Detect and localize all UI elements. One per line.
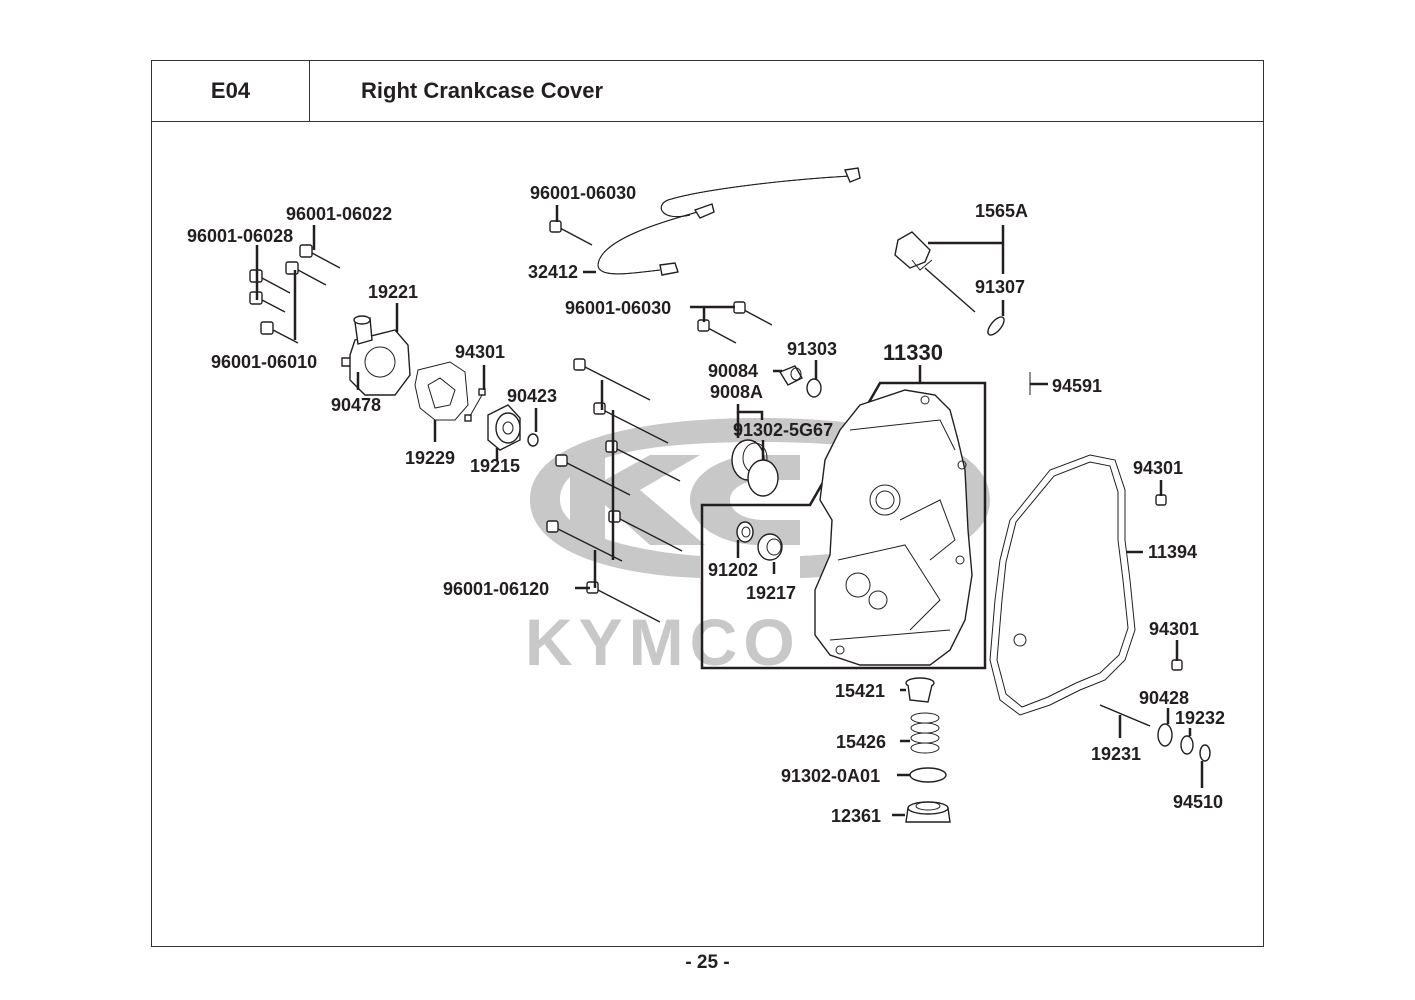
part-label[interactable]: 90428 [1139,688,1189,708]
part-label[interactable]: 91303 [787,339,837,359]
oil-seal [736,521,754,558]
part-label[interactable]: 90423 [507,386,557,406]
part-label[interactable]: 9008A [710,382,763,402]
o-ring [897,767,947,783]
long-bolt [555,454,631,496]
o-ring-large [747,440,779,497]
part-label[interactable]: 19229 [405,448,455,468]
part-label[interactable]: 94301 [1149,619,1199,639]
cable-bolt [690,301,773,344]
part-label[interactable]: 90478 [331,395,381,415]
oil-dipstick [894,225,1005,313]
bolt [285,261,327,286]
crankcase-cover-callout-box [700,365,987,670]
part-label[interactable]: 11394 [1148,542,1197,562]
dowel-pin [464,365,486,422]
oil-strainer [900,677,935,703]
part-label[interactable]: 94301 [1133,458,1183,478]
spring [900,712,940,754]
part-label[interactable]: 19231 [1091,744,1141,764]
part-label[interactable]: 91202 [708,560,758,580]
watermark-brand-text: KYMCO [525,605,801,679]
part-label[interactable]: 91302-5G67 [733,420,833,440]
bolt [260,321,299,344]
part-label[interactable]: 96001-06120 [443,579,549,599]
part-label[interactable]: 15426 [836,732,886,752]
part-label[interactable]: 15421 [835,681,885,701]
part-label[interactable]: 96001-06028 [187,226,293,246]
watermark-k-mark [570,455,705,545]
bolt [299,244,341,269]
bushing [757,533,783,574]
part-label[interactable]: 1565A [975,201,1028,221]
water-pump-cover [349,303,411,396]
part-label[interactable]: 12361 [831,806,881,826]
bolt-group-cover [546,358,683,623]
long-bolt [573,358,651,401]
part-label[interactable]: 96001-06030 [530,183,636,203]
part-label[interactable]: 19215 [470,456,520,476]
part-label[interactable]: 11330 [883,340,943,365]
clip [1029,372,1048,395]
part-label[interactable]: 32412 [528,262,578,282]
water-pump-gasket [414,361,469,442]
part-label[interactable]: 94301 [455,342,505,362]
part-label[interactable]: 19217 [746,583,796,603]
part-label[interactable]: 96001-06010 [211,352,317,372]
circlip [1199,744,1211,788]
part-label[interactable]: 91302-0A01 [781,766,880,786]
o-ring [987,300,1005,336]
bolt [249,291,286,313]
part-label[interactable]: 94510 [1173,792,1223,812]
water-pump-impeller [487,404,521,460]
header-divider [151,121,1264,122]
page-number: - 25 - [685,952,730,973]
part-label[interactable]: 96001-06022 [286,204,392,224]
part-label[interactable]: 91307 [975,277,1025,297]
washer [527,408,539,447]
washer [1180,728,1194,755]
part-label[interactable]: 90084 [708,361,758,381]
drain-plug [773,365,803,386]
part-label[interactable]: 19232 [1175,708,1225,728]
o-ring [806,360,822,398]
washer [1157,708,1173,747]
bolt-group-water-pump [249,225,353,367]
dowel-pin [1155,480,1167,506]
cable-bolt [549,205,593,246]
part-label[interactable]: 96001-06030 [565,298,671,318]
right-crankcase-cover [814,389,973,666]
drain-plug [892,801,951,823]
cover-gasket [989,454,1143,716]
part-label[interactable]: 19221 [368,282,418,302]
part-label[interactable]: 94591 [1052,376,1102,396]
long-bolt [546,520,623,562]
dowel-pin [1171,640,1183,671]
ground-cable [583,167,861,276]
shaft [1099,704,1151,738]
